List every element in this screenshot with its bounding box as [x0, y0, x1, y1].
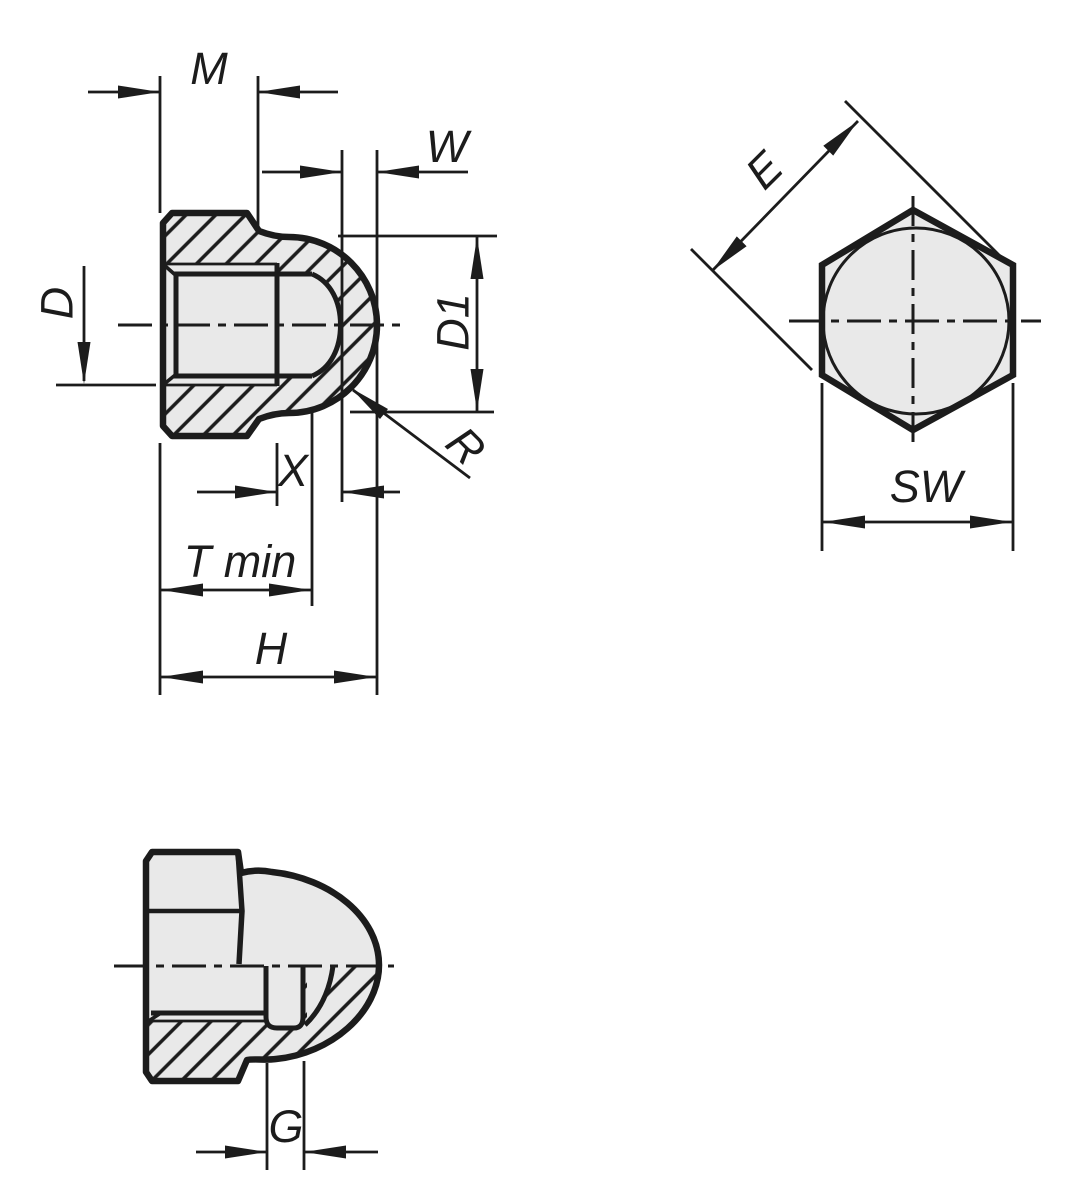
dim-label-D1: D1: [428, 293, 479, 351]
dim-label-M: M: [190, 43, 228, 94]
dim-label-H: H: [255, 623, 288, 674]
dim-label-R: R: [436, 416, 495, 475]
dim-label-SW: SW: [890, 461, 967, 512]
dim-M: M: [88, 43, 338, 228]
section-hatching: [163, 213, 377, 436]
hex-end-view: E SW: [690, 100, 1041, 551]
front-section-view: M W D D1: [32, 43, 497, 695]
dim-R: R: [351, 388, 496, 480]
dim-D: D: [32, 266, 156, 387]
half-section-outline: [142, 848, 383, 1085]
dim-G: G: [196, 1061, 378, 1170]
dim-SW: SW: [820, 383, 1015, 551]
dim-W: W: [262, 121, 473, 695]
half-section-hatching: [146, 966, 379, 1081]
dim-label-X: X: [277, 445, 310, 496]
dim-label-T-min: T min: [184, 536, 297, 587]
half-section-inner-lines: [146, 851, 336, 1031]
dim-label-E: E: [735, 141, 793, 199]
dim-label-D: D: [32, 287, 83, 320]
half-section-view: G: [114, 848, 394, 1170]
dim-X: X: [197, 443, 400, 506]
dim-label-W: W: [426, 121, 473, 172]
dim-label-G: G: [268, 1101, 303, 1152]
dim-H: H: [160, 623, 377, 684]
dim-T-min: T min: [158, 410, 314, 695]
